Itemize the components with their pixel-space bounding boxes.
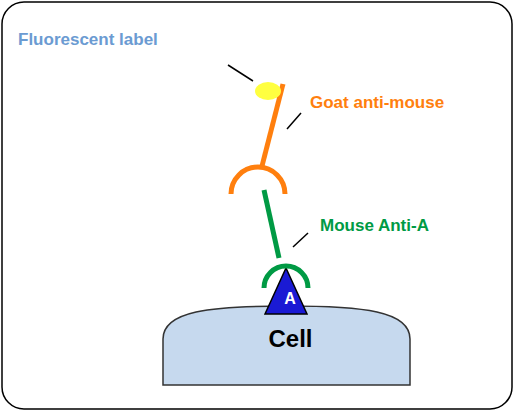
mouse-antibody-arms xyxy=(264,266,308,288)
leader-line xyxy=(228,65,253,81)
mouse-antibody-stem xyxy=(264,190,279,258)
frame xyxy=(2,2,512,409)
mouse-antibody-label: Mouse Anti-A xyxy=(320,216,429,236)
fluorescent-label-text: Fluorescent label xyxy=(18,30,158,50)
leader-line xyxy=(287,113,301,129)
cell-body: Cell xyxy=(163,305,418,386)
cell-label: Cell xyxy=(163,325,418,353)
goat-antibody-arms xyxy=(231,167,285,194)
antigen-label: A xyxy=(265,289,315,309)
goat-antibody-label: Goat anti-mouse xyxy=(310,93,444,113)
leader-line xyxy=(293,233,308,247)
antigen-triangle: A xyxy=(265,268,315,314)
fluorescent-dot xyxy=(255,82,281,100)
